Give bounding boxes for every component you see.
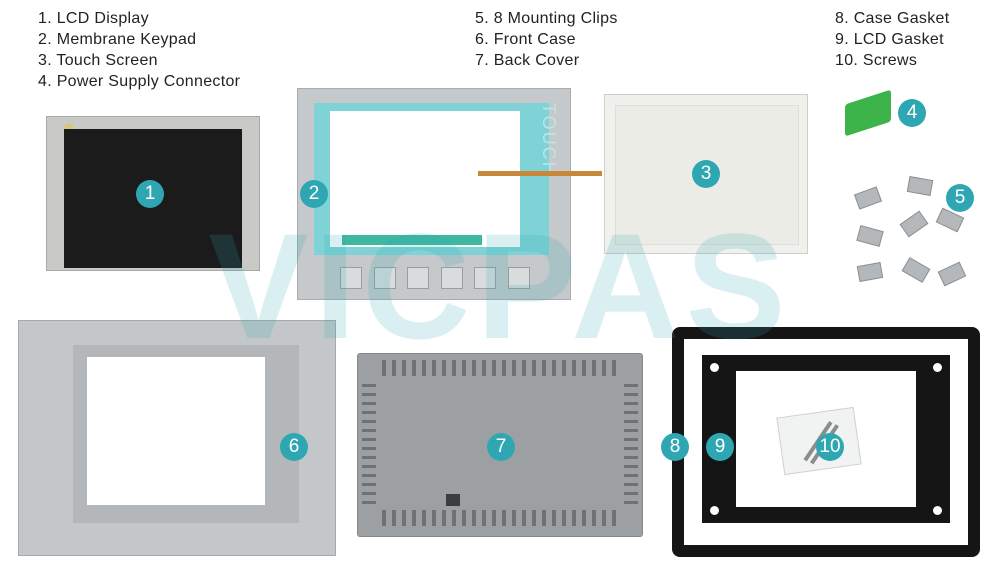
keypad-key	[373, 267, 396, 289]
power-connector-part	[845, 89, 891, 137]
badge-9: 9	[706, 433, 734, 461]
legend-item: 2. Membrane Keypad	[38, 31, 197, 48]
mounting-clip	[901, 257, 931, 283]
vents-bottom	[382, 510, 620, 526]
mounting-clip	[856, 225, 884, 247]
gasket-hole	[710, 506, 719, 515]
lcd-tab	[65, 124, 73, 132]
legend-item: 4. Power Supply Connector	[38, 73, 241, 90]
mounting-clip	[937, 261, 967, 287]
vents-top	[382, 360, 620, 376]
gasket-hole	[710, 363, 719, 372]
badge-8: 8	[661, 433, 689, 461]
legend-column-a: 1. LCD Display 2. Membrane Keypad 3. Tou…	[38, 8, 240, 92]
legend-item: 8. Case Gasket	[835, 10, 950, 27]
badge-2: 2	[300, 180, 328, 208]
front-case-window	[87, 357, 265, 505]
legend-item: 10. Screws	[835, 52, 918, 69]
keypad-key	[407, 267, 430, 289]
keypad-strip	[342, 235, 482, 245]
ribbon-cable	[478, 171, 602, 176]
badge-6: 6	[280, 433, 308, 461]
back-port	[446, 494, 460, 506]
membrane-keypad-part: TOUCH	[297, 88, 602, 300]
vents-right	[624, 384, 638, 504]
legend-item: 5. 8 Mounting Clips	[475, 10, 618, 27]
badge-5: 5	[946, 184, 974, 212]
badge-10: 10	[816, 433, 844, 461]
keypad-key	[474, 267, 497, 289]
gasket-hole	[933, 363, 942, 372]
badge-4: 4	[898, 99, 926, 127]
gasket-hole	[933, 506, 942, 515]
keypad-keys	[340, 267, 530, 289]
legend-item: 7. Back Cover	[475, 52, 580, 69]
legend-column-b: 5. 8 Mounting Clips 6. Front Case 7. Bac…	[475, 8, 618, 71]
badge-1: 1	[136, 180, 164, 208]
legend-item: 3. Touch Screen	[38, 52, 158, 69]
mounting-clip	[906, 176, 934, 196]
keypad-touch-print: TOUCH	[539, 103, 559, 177]
badge-7: 7	[487, 433, 515, 461]
legend-column-c: 8. Case Gasket 9. LCD Gasket 10. Screws	[835, 8, 949, 71]
mounting-clip	[856, 262, 884, 282]
badge-3: 3	[692, 160, 720, 188]
keypad-key	[340, 267, 362, 289]
keypad-key	[507, 267, 530, 289]
legend-item: 6. Front Case	[475, 31, 576, 48]
vents-left	[362, 384, 376, 504]
mounting-clip	[899, 210, 929, 238]
legend-item: 1. LCD Display	[38, 10, 149, 27]
keypad-key	[440, 267, 463, 289]
mounting-clip	[853, 186, 883, 210]
legend-item: 9. LCD Gasket	[835, 31, 944, 48]
keypad-window	[330, 111, 520, 247]
